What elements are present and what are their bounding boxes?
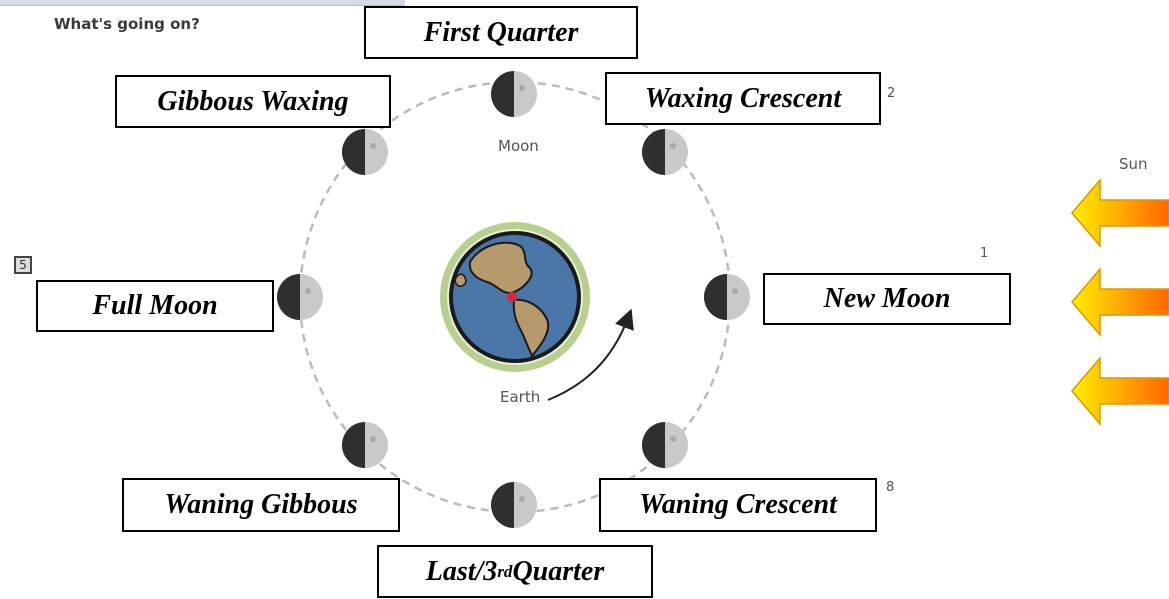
earth-icon: [440, 222, 590, 372]
moon-waxing-crescent: [642, 129, 688, 175]
earth-label: Earth: [500, 388, 541, 406]
moon-waning-gibbous: [342, 422, 388, 468]
number-8: 8: [886, 480, 895, 495]
moon-waning-crescent: [642, 422, 688, 468]
label-full-moon: Full Moon: [36, 280, 274, 332]
number-5: 5: [14, 256, 32, 274]
moon-label: Moon: [498, 137, 539, 155]
moon-gibbous-waxing: [342, 129, 388, 175]
label-waxing-crescent: Waxing Crescent: [605, 72, 881, 125]
rotation-arrow: [547, 308, 634, 401]
moon-first-quarter: [491, 71, 537, 117]
label-new-moon: New Moon: [763, 273, 1011, 325]
moon-last-quarter: [491, 482, 537, 528]
page-heading: What's going on?: [54, 15, 200, 33]
moon-full-moon: [277, 274, 323, 320]
label-last-quarter-rest: Quarter: [512, 555, 605, 587]
sun-arrow-2: [1071, 266, 1169, 338]
sun-label: Sun: [1119, 155, 1148, 173]
label-first-quarter: First Quarter: [364, 6, 638, 59]
label-last-quarter-main: Last/3: [425, 555, 498, 587]
sun-arrow-1: [1071, 177, 1169, 249]
label-waning-crescent: Waning Crescent: [599, 478, 877, 532]
moon-new-moon: [704, 274, 750, 320]
number-2: 2: [887, 86, 896, 101]
label-waning-gibbous: Waning Gibbous: [122, 478, 400, 532]
label-last-quarter-sup: rd: [497, 561, 513, 581]
number-1: 1: [980, 246, 989, 261]
label-gibbous-waxing: Gibbous Waxing: [115, 75, 391, 128]
sun-arrow-3: [1071, 355, 1169, 427]
top-bar: [0, 0, 405, 6]
